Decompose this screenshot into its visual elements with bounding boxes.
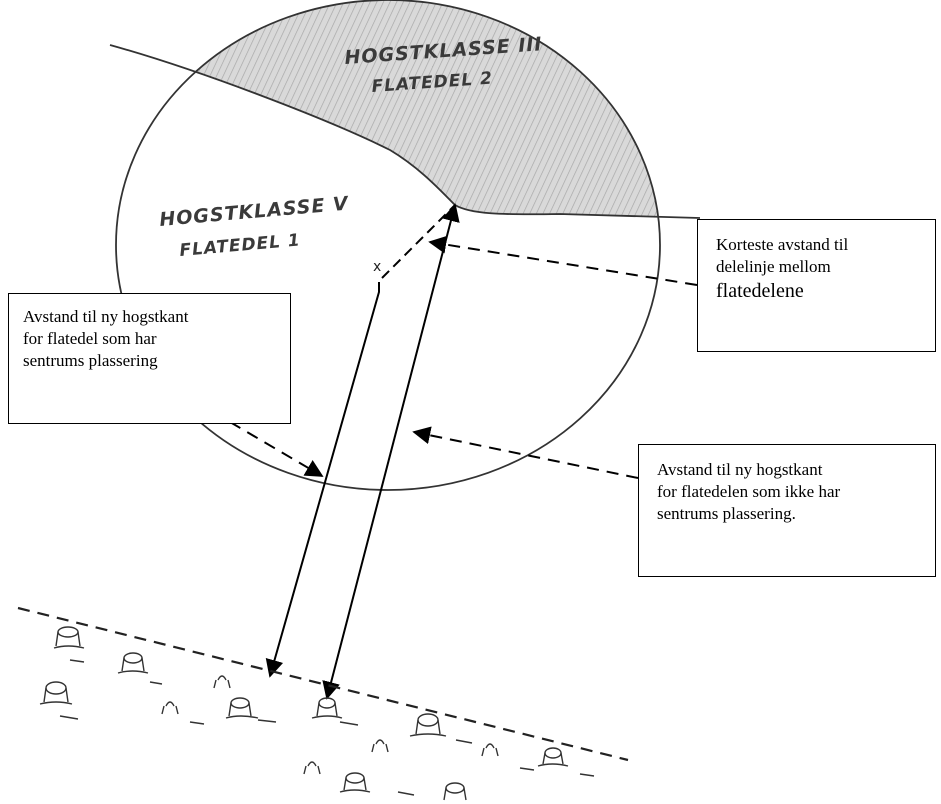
callout-boundary-distance: Korteste avstand til delelinje mellom fl… — [697, 219, 936, 352]
stump-icon — [117, 652, 149, 674]
callout-other-part-distance: Avstand til ny hogstkant for flatedelen … — [638, 444, 936, 577]
stump-icon — [409, 713, 447, 737]
shaded-region-flatedel-2 — [116, 0, 660, 218]
stump-icon — [339, 772, 371, 793]
callout-other-part-line2: for flatedelen som ikke har — [657, 482, 841, 502]
callout-boundary-line3: flatedelene — [716, 280, 804, 303]
ground-strokes — [59, 659, 595, 796]
region-class5-line1: HOGSTKLASSE V — [159, 192, 350, 230]
center-marker: x — [373, 259, 381, 275]
boundary-line — [109, 44, 701, 219]
callout-center-part-line2: for flatedel som har — [23, 329, 157, 349]
stump-icon — [225, 697, 259, 719]
stump-icon — [213, 675, 231, 689]
distance-line-other-part — [322, 203, 460, 700]
new-cut-edge-line — [17, 606, 629, 762]
stump-icon — [161, 701, 179, 715]
callout-boundary-line2: delelinje mellom — [716, 257, 831, 277]
stump-icon — [53, 626, 85, 649]
pointer-arrow-boundary — [428, 235, 698, 286]
stump-icon — [311, 697, 343, 719]
callout-other-part-line3: sentrums plassering. — [657, 504, 796, 524]
stump-icon — [39, 681, 73, 705]
stump-icon — [537, 747, 569, 767]
callout-center-part-line3: sentrums plassering — [23, 351, 158, 371]
region-class5-line2: FLATEDEL 1 — [179, 230, 302, 261]
stump-icon — [481, 743, 499, 757]
callout-other-part-line1: Avstand til ny hogstkant — [657, 460, 823, 479]
callout-center-part-distance: Avstand til ny hogstkant for flatedel so… — [8, 293, 291, 424]
pointer-arrow-center-part — [229, 421, 324, 477]
pointer-arrow-other-part — [412, 426, 639, 479]
stump-icon — [443, 782, 467, 801]
callout-center-part-line1: Avstand til ny hogstkant — [23, 307, 189, 326]
stump-icon — [303, 761, 321, 775]
dashed-distance-to-boundary — [381, 204, 456, 279]
tree-stumps — [39, 626, 595, 801]
callout-boundary-line1: Korteste avstand til — [716, 235, 849, 254]
stump-icon — [371, 739, 389, 753]
